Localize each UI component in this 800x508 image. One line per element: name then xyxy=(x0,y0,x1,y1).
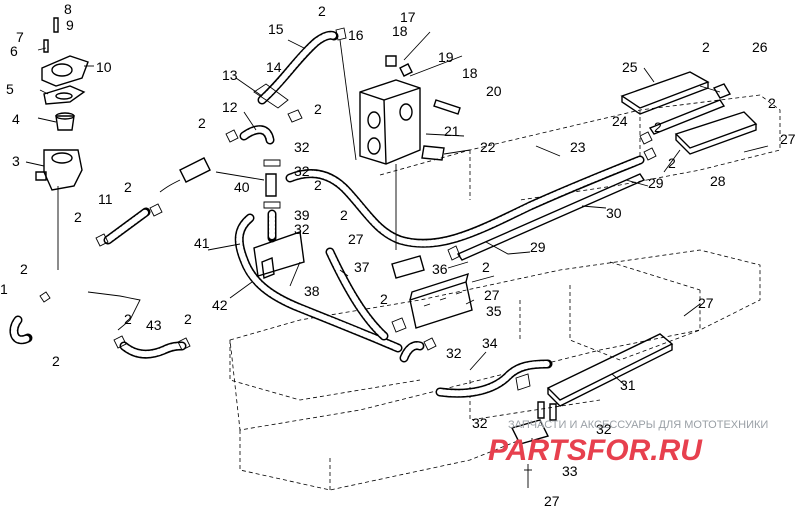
callout-2-a: 2 xyxy=(20,261,28,277)
watermark-logo: ЗАПЧАСТИ И АКСЕССУАРЫ ДЛЯ МОТОТЕХНИКИ PA… xyxy=(488,419,768,467)
callout-43: 43 xyxy=(146,317,162,333)
callout-42: 42 xyxy=(212,297,228,313)
callout-2-m: 2 xyxy=(668,155,676,171)
callout-9: 9 xyxy=(66,17,74,33)
tee-fitting xyxy=(159,125,275,193)
callout-13: 13 xyxy=(222,67,238,83)
callout-27-d: 27 xyxy=(544,493,560,508)
heat-exchanger-31 xyxy=(546,333,674,407)
callout-3: 3 xyxy=(12,153,20,169)
hose-long-upper xyxy=(285,155,645,248)
callout-1: 1 xyxy=(0,281,8,297)
callout-2-b: 2 xyxy=(52,353,60,369)
callout-30: 30 xyxy=(606,205,622,221)
callout-35: 35 xyxy=(486,303,502,319)
callout-12: 12 xyxy=(222,99,238,115)
callout-2-h: 2 xyxy=(314,177,322,193)
callout-23: 23 xyxy=(570,139,586,155)
callout-27-e: 27 xyxy=(780,131,796,147)
callout-32-d: 32 xyxy=(446,345,462,361)
callout-25: 25 xyxy=(622,59,638,75)
watermark-caption: ЗАПЧАСТИ И АКСЕССУАРЫ ДЛЯ МОТОТЕХНИКИ xyxy=(508,419,768,431)
callout-32-a: 32 xyxy=(294,139,310,155)
hose-15 xyxy=(253,27,347,123)
callout-7: 7 xyxy=(16,29,24,45)
callout-2-n: 2 xyxy=(702,39,710,55)
callout-14: 14 xyxy=(266,59,282,75)
tube-39-40 xyxy=(263,159,281,243)
tube-29-30 xyxy=(447,173,646,261)
hose-1 xyxy=(9,291,51,345)
callout-4: 4 xyxy=(12,111,20,127)
callout-2-q: 2 xyxy=(184,311,192,327)
hose-42 xyxy=(234,213,403,353)
callout-2-j: 2 xyxy=(380,291,388,307)
callout-2-d: 2 xyxy=(124,179,132,195)
callout-2-p: 2 xyxy=(124,311,132,327)
bracket-33 xyxy=(510,401,557,488)
callout-2-i: 2 xyxy=(340,207,348,223)
callout-19: 19 xyxy=(438,49,454,65)
callout-27-a: 27 xyxy=(348,231,364,247)
callout-34: 34 xyxy=(482,335,498,351)
callout-21: 21 xyxy=(444,123,460,139)
callout-16: 16 xyxy=(348,27,364,43)
callout-2-k: 2 xyxy=(482,259,490,275)
callout-10: 10 xyxy=(96,59,112,75)
callout-37: 37 xyxy=(354,259,370,275)
water-pump-block xyxy=(339,39,461,250)
callout-38: 38 xyxy=(304,283,320,299)
callout-32-f: 32 xyxy=(596,421,612,437)
bracket-35 xyxy=(391,255,473,329)
callout-40: 40 xyxy=(234,179,250,195)
callout-11: 11 xyxy=(98,191,113,207)
callout-2-e: 2 xyxy=(198,115,206,131)
thermostat-housing-assembly xyxy=(35,17,89,270)
callout-27-b: 27 xyxy=(484,287,500,303)
hose-short-32 xyxy=(399,337,437,363)
callout-32-e: 32 xyxy=(472,415,488,431)
callout-27-c: 27 xyxy=(698,295,714,311)
callout-18-b: 18 xyxy=(462,65,478,81)
watermark-logo-text: PARTSFOR.RU xyxy=(488,434,703,467)
callout-32-c: 32 xyxy=(294,221,310,237)
callout-6: 6 xyxy=(10,43,18,59)
callout-31: 31 xyxy=(620,377,636,393)
callout-2-o: 2 xyxy=(768,95,776,111)
heat-exchanger-25 xyxy=(620,71,732,115)
callout-26: 26 xyxy=(752,39,768,55)
callout-2-g: 2 xyxy=(314,101,322,117)
callout-29-b: 29 xyxy=(648,175,664,191)
callout-41: 41 xyxy=(194,235,210,251)
callout-29-a: 29 xyxy=(530,239,546,255)
callout-20: 20 xyxy=(486,83,502,99)
callout-33: 33 xyxy=(562,463,578,479)
callout-2-l: 2 xyxy=(654,119,662,135)
hose-43 xyxy=(87,291,191,359)
bracket-38 xyxy=(253,231,305,279)
callout-5: 5 xyxy=(6,81,14,97)
hose-11 xyxy=(95,203,163,247)
callout-39: 39 xyxy=(294,207,310,223)
callout-32-b: 32 xyxy=(294,163,310,179)
callout-22: 22 xyxy=(480,139,496,155)
callout-18-a: 18 xyxy=(392,23,408,39)
callout-8: 8 xyxy=(64,1,72,17)
callout-36: 36 xyxy=(432,261,448,277)
callout-28: 28 xyxy=(710,173,726,189)
callout-2-f: 2 xyxy=(318,3,326,19)
callout-17: 17 xyxy=(400,9,416,25)
leader-lines xyxy=(25,31,769,452)
heat-exchanger-28 xyxy=(639,99,758,161)
callout-15: 15 xyxy=(268,21,284,37)
hose-37 xyxy=(325,247,407,341)
callout-2-c: 2 xyxy=(74,209,82,225)
hose-34 xyxy=(435,359,553,398)
callout-24: 24 xyxy=(612,113,628,129)
